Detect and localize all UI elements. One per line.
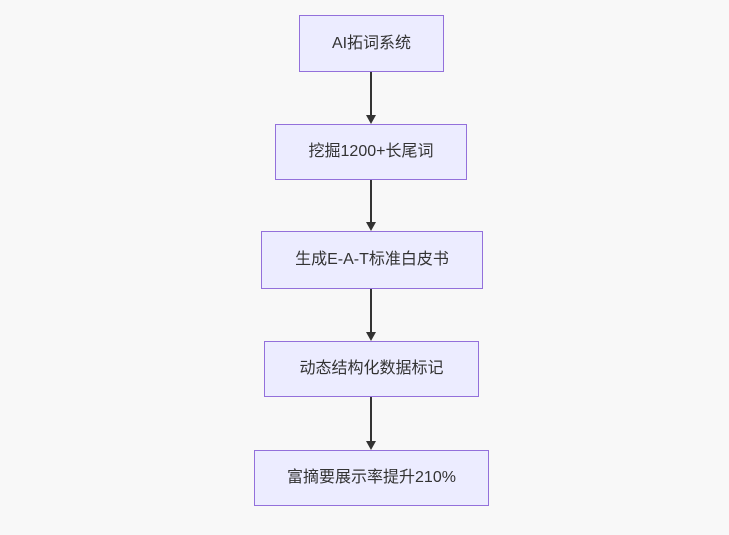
flow-node-structured-data-markup: 动态结构化数据标记 [264,341,479,397]
flow-arrow-3 [365,289,377,341]
flow-node-eat-whitepaper: 生成E-A-T标准白皮书 [261,231,483,289]
flow-arrow-2 [365,180,377,231]
flow-node-ai-keyword-system: AI拓词系统 [299,15,444,72]
arrow-head-icon [366,222,376,231]
arrow-head-icon [366,441,376,450]
arrow-shaft [370,289,372,334]
flow-arrow-1 [365,72,377,124]
flow-node-label: 富摘要展示率提升210% [287,469,456,487]
arrow-shaft [370,180,372,224]
flow-arrow-4 [365,397,377,450]
flow-node-label: AI拓词系统 [331,34,412,52]
flow-node-label: 生成E-A-T标准白皮书 [295,251,449,269]
flow-node-label: 挖掘1200+长尾词 [308,143,434,161]
arrow-shaft [370,72,372,117]
flow-node-label: 动态结构化数据标记 [299,360,444,378]
flow-node-longtail-mining: 挖掘1200+长尾词 [275,124,467,180]
arrow-head-icon [366,115,376,124]
arrow-shaft [370,397,372,443]
arrow-head-icon [366,332,376,341]
flow-node-rich-snippet-result: 富摘要展示率提升210% [254,450,489,506]
